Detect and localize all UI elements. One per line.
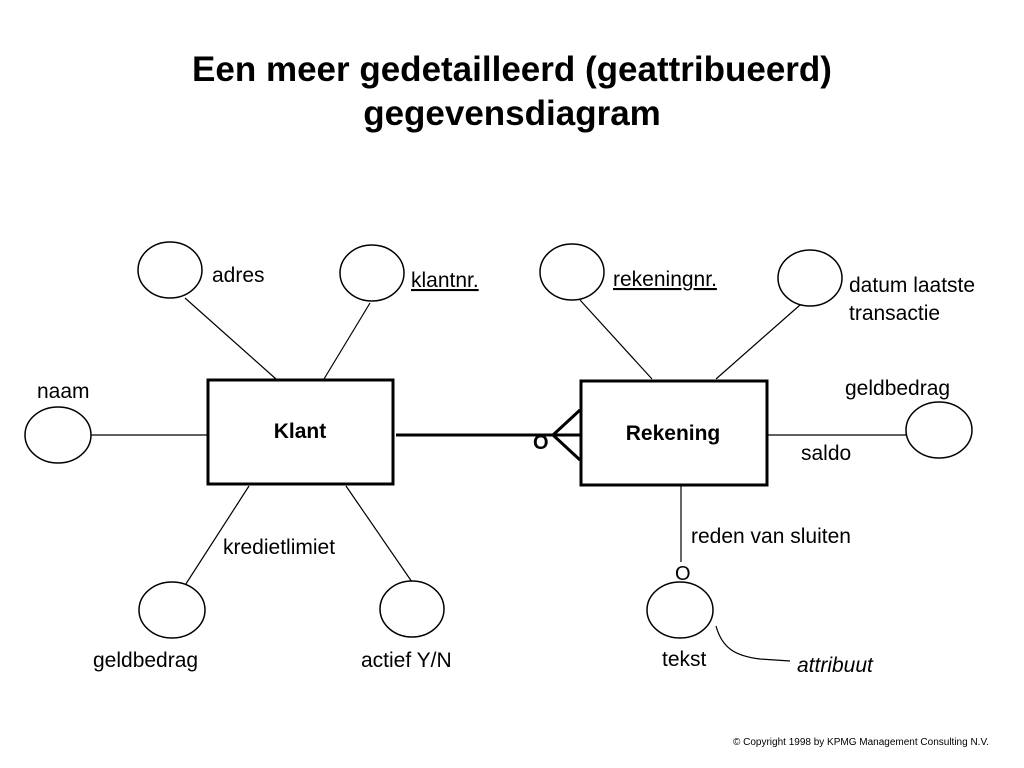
- entity-box-klant: [206, 378, 395, 486]
- attribute-label-geldbedrag-krediet: geldbedrag: [93, 649, 198, 672]
- attribute-circle-adres: [137, 241, 203, 299]
- attribute-label-kredietlimiet: kredietlimiet: [223, 536, 335, 559]
- callout-curve: [715, 625, 791, 662]
- connector-geldbedrag-krediet: [181, 485, 250, 591]
- attribute-label-datum-line-1: datum laatste: [849, 274, 975, 297]
- connector-rekeningnr: [579, 299, 653, 380]
- attribute-label-datum-line-2: transactie: [849, 302, 940, 325]
- connector-actief: [345, 485, 413, 583]
- optional-mark-relationship: O: [533, 432, 549, 454]
- connector-klantnr: [323, 302, 371, 380]
- copyright-notice: © Copyright 1998 by KPMG Management Cons…: [732, 737, 989, 748]
- connector-adres: [184, 297, 277, 380]
- attribute-label-rekeningnr: rekeningnr.: [613, 268, 717, 291]
- attribute-label-naam: naam: [37, 380, 90, 403]
- attribute-circle-tekst: [646, 581, 714, 639]
- crows-foot-upper: [551, 408, 582, 437]
- attribute-circle-geldbedrag-krediet: [138, 581, 206, 639]
- attribute-label-klantnr: klantnr.: [411, 269, 479, 292]
- attribute-label-actief: actief Y/N: [361, 649, 452, 672]
- callout-label-attribuut: attribuut: [797, 654, 874, 677]
- slide-title: Een meer gedetailleerd (geattribueerd) g…: [0, 48, 1024, 136]
- slide-title-line-2: gegevensdiagram: [363, 94, 661, 133]
- attribute-circle-naam: [24, 406, 92, 464]
- crows-foot-lower: [551, 433, 582, 462]
- entity-box-rekening: [579, 379, 769, 487]
- slide-title-line-1: Een meer gedetailleerd (geattribueerd): [192, 50, 832, 89]
- connector-datum: [715, 304, 801, 380]
- attribute-circle-saldo: [905, 401, 973, 459]
- entity-label-rekening: Rekening: [626, 422, 721, 445]
- attribute-circle-datum: [777, 249, 843, 307]
- entity-label-klant: Klant: [274, 420, 327, 443]
- attribute-circle-rekeningnr: [539, 243, 605, 301]
- attribute-label-geldbedrag-saldo: geldbedrag: [845, 377, 950, 400]
- optional-mark-attribute: O: [675, 563, 691, 585]
- attribute-label-adres: adres: [212, 264, 265, 287]
- attribute-label-reden: reden van sluiten: [691, 525, 851, 548]
- attribute-circle-actief: [379, 580, 445, 638]
- attribute-circle-klantnr: [339, 244, 405, 302]
- attribute-label-saldo: saldo: [801, 442, 851, 465]
- attribute-label-tekst: tekst: [662, 648, 707, 671]
